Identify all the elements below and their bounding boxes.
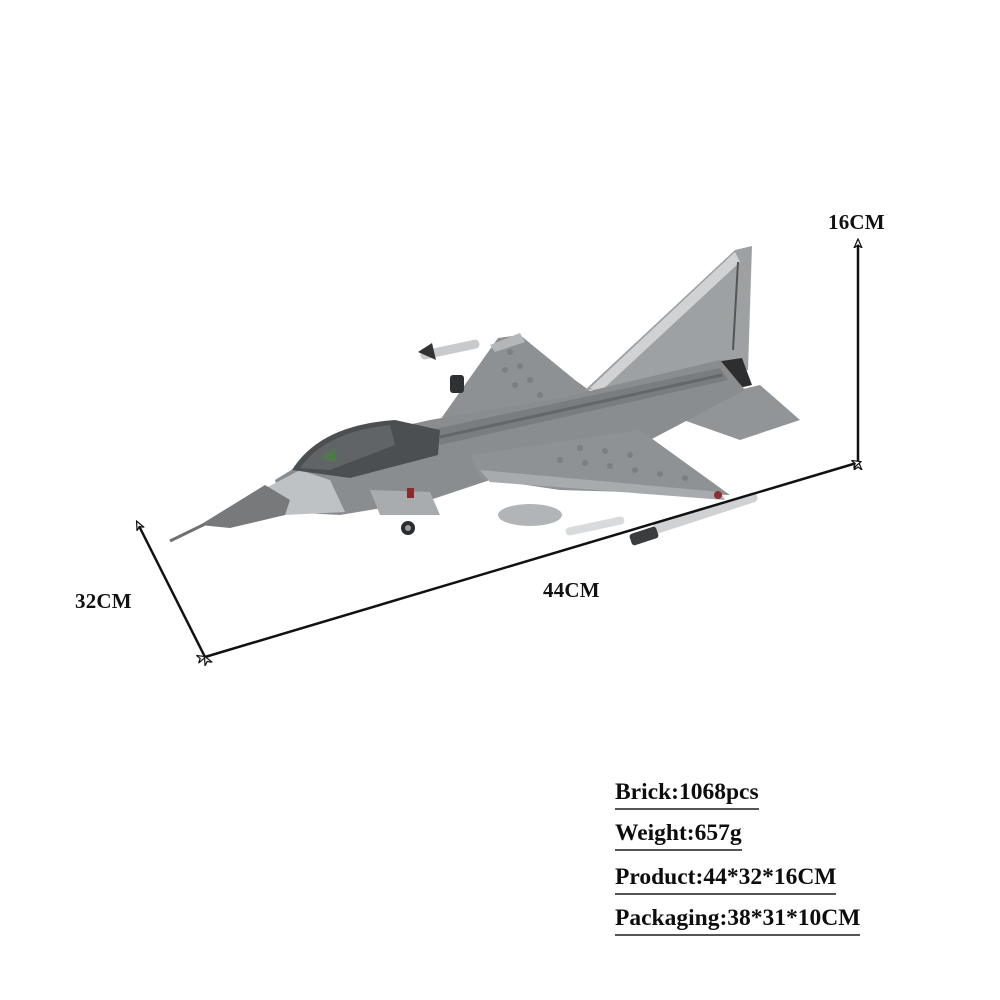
width-dimension-line bbox=[135, 522, 205, 657]
length-label: 44CM bbox=[543, 578, 600, 602]
spec-packaging-size: Packaging:38*31*10CM bbox=[615, 906, 861, 936]
spec-weight: Weight:657g bbox=[615, 821, 742, 851]
width-label: 32CM bbox=[75, 589, 132, 613]
height-label: 16CM bbox=[828, 210, 885, 234]
spec-product-size: Product:44*32*16CM bbox=[615, 865, 837, 895]
jet-model-image bbox=[169, 246, 800, 546]
dimension-lines bbox=[135, 240, 860, 657]
length-dimension-line bbox=[205, 462, 860, 657]
spec-brick-count: Brick:1068pcs bbox=[615, 780, 759, 810]
